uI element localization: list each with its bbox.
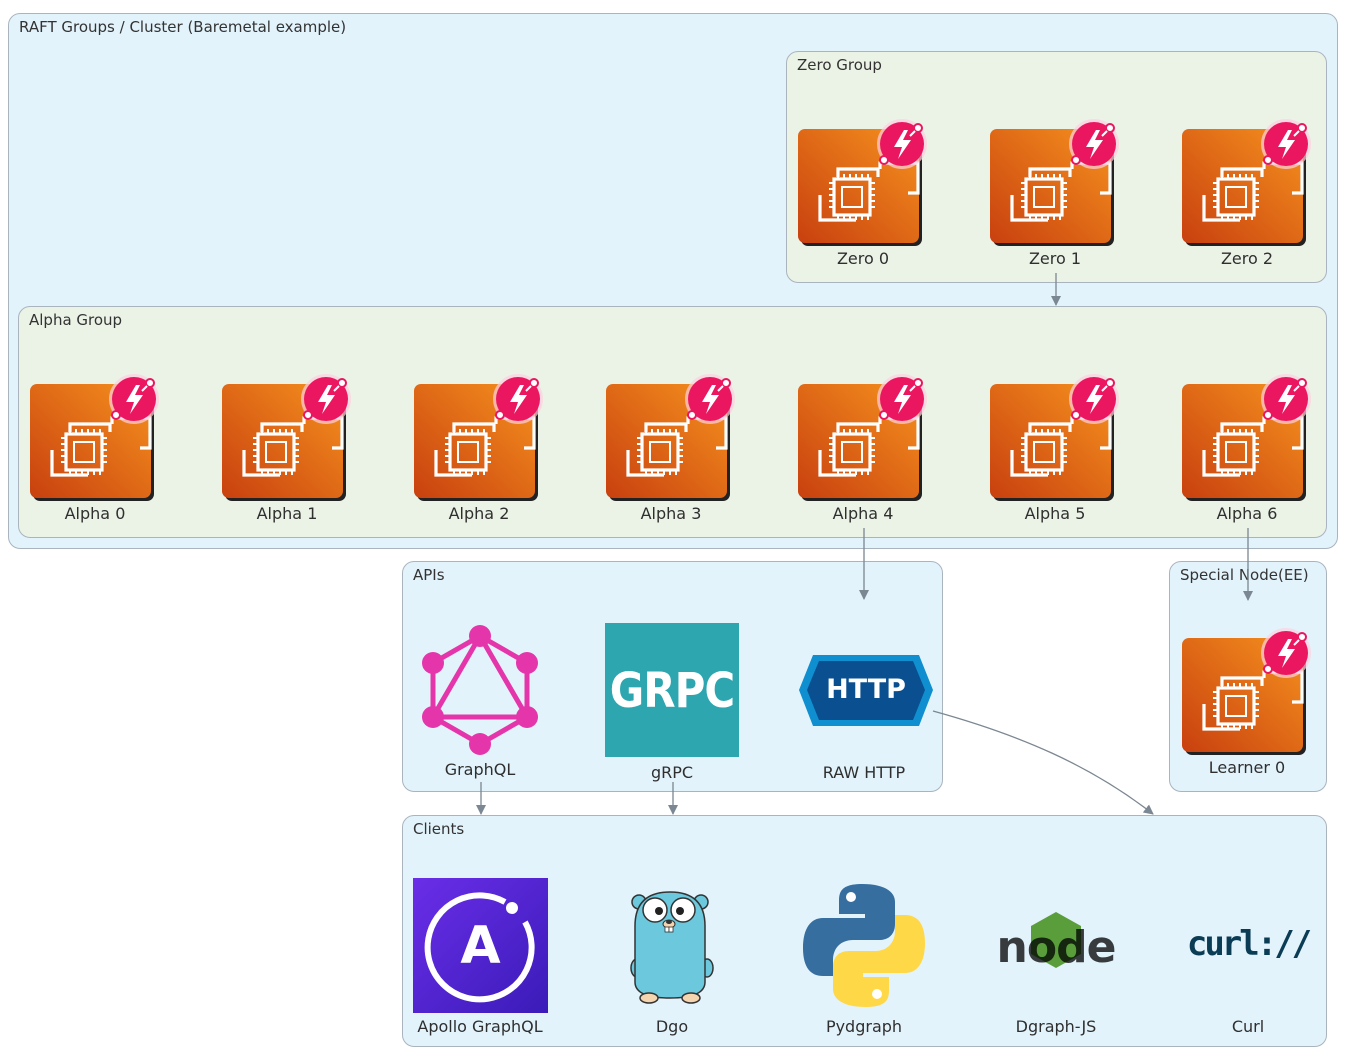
apollo-label: Apollo GraphQL bbox=[417, 1017, 543, 1036]
zero-group-title: Zero Group bbox=[797, 56, 882, 74]
alpha-node-2: Alpha 2 bbox=[414, 374, 544, 523]
dgo-label: Dgo bbox=[655, 1017, 689, 1036]
ec2-dgraph-icon bbox=[222, 374, 352, 502]
pydgraph-node: Pydgraph bbox=[799, 878, 929, 1036]
zero-node-1: Zero 1 bbox=[990, 119, 1120, 268]
ec2-dgraph-icon bbox=[30, 374, 160, 502]
node-label: Alpha 4 bbox=[832, 504, 894, 523]
curl-logo-text: curl:// bbox=[1186, 924, 1312, 964]
node-label: Alpha 6 bbox=[1216, 504, 1278, 523]
ec2-dgraph-icon bbox=[798, 119, 928, 247]
grpc-label: gRPC bbox=[650, 763, 694, 782]
node-label: Alpha 1 bbox=[256, 504, 318, 523]
curl-icon: curl:// bbox=[1183, 878, 1313, 1013]
python-icon bbox=[803, 884, 925, 1007]
special-node-title: Special Node(EE) bbox=[1180, 566, 1309, 584]
node-label: Zero 2 bbox=[1220, 249, 1274, 268]
http-icon: HTTP bbox=[799, 623, 933, 757]
ec2-dgraph-icon bbox=[990, 119, 1120, 247]
graphql-icon bbox=[422, 625, 538, 755]
alpha-node-5: Alpha 5 bbox=[990, 374, 1120, 523]
alpha-group-title: Alpha Group bbox=[29, 311, 123, 329]
http-logo-text: HTTP bbox=[826, 674, 906, 705]
nodejs-logo-text: node bbox=[996, 922, 1117, 973]
ec2-dgraph-icon bbox=[606, 374, 736, 502]
apollo-icon: A bbox=[413, 878, 548, 1013]
curl-label: Curl bbox=[1231, 1017, 1265, 1036]
apollo-node: A Apollo GraphQL bbox=[413, 878, 548, 1036]
nodejs-icon: node bbox=[991, 878, 1121, 1013]
graphql-node: GraphQL bbox=[415, 620, 545, 779]
node-label: Zero 1 bbox=[1028, 249, 1082, 268]
raw-http-node: HTTP RAW HTTP bbox=[799, 623, 933, 782]
clients-cluster-title: Clients bbox=[413, 820, 465, 838]
graphql-label: GraphQL bbox=[444, 760, 516, 779]
zero-node-2: Zero 2 bbox=[1182, 119, 1312, 268]
apollo-logo-text: A bbox=[460, 916, 501, 976]
grpc-icon: GRPC bbox=[605, 623, 739, 757]
dgraph-js-node: node Dgraph-JS bbox=[991, 878, 1121, 1036]
ec2-dgraph-icon bbox=[990, 374, 1120, 502]
ec2-dgraph-icon bbox=[414, 374, 544, 502]
dgraph-js-label: Dgraph-JS bbox=[1015, 1017, 1097, 1036]
raft-cluster-title: RAFT Groups / Cluster (Baremetal example… bbox=[19, 18, 347, 36]
node-label: Alpha 5 bbox=[1024, 504, 1086, 523]
node-label: Alpha 0 bbox=[64, 504, 126, 523]
ec2-dgraph-icon bbox=[1182, 374, 1312, 502]
alpha-node-3: Alpha 3 bbox=[606, 374, 736, 523]
alpha-node-1: Alpha 1 bbox=[222, 374, 352, 523]
go-gopher-icon bbox=[630, 891, 714, 1004]
node-label: Alpha 2 bbox=[448, 504, 510, 523]
grpc-logo-text: GRPC bbox=[609, 661, 735, 719]
curl-node: curl:// Curl bbox=[1183, 878, 1313, 1036]
node-label: Zero 0 bbox=[836, 249, 890, 268]
edge-raw-http-to-curl bbox=[932, 710, 1154, 815]
apis-cluster-title: APIs bbox=[413, 566, 445, 584]
node-label: Alpha 3 bbox=[640, 504, 702, 523]
ec2-dgraph-icon bbox=[1182, 119, 1312, 247]
learner-node-0: Learner 0 bbox=[1182, 628, 1312, 777]
dgo-node: Dgo bbox=[607, 878, 737, 1036]
alpha-node-0: Alpha 0 bbox=[30, 374, 160, 523]
ec2-dgraph-icon bbox=[1182, 628, 1312, 756]
alpha-node-4: Alpha 4 bbox=[798, 374, 928, 523]
node-label: Learner 0 bbox=[1208, 758, 1286, 777]
grpc-node: GRPC gRPC bbox=[605, 623, 739, 782]
alpha-node-6: Alpha 6 bbox=[1182, 374, 1312, 523]
ec2-dgraph-icon bbox=[798, 374, 928, 502]
raw-http-label: RAW HTTP bbox=[822, 763, 906, 782]
zero-node-0: Zero 0 bbox=[798, 119, 928, 268]
pydgraph-label: Pydgraph bbox=[825, 1017, 903, 1036]
